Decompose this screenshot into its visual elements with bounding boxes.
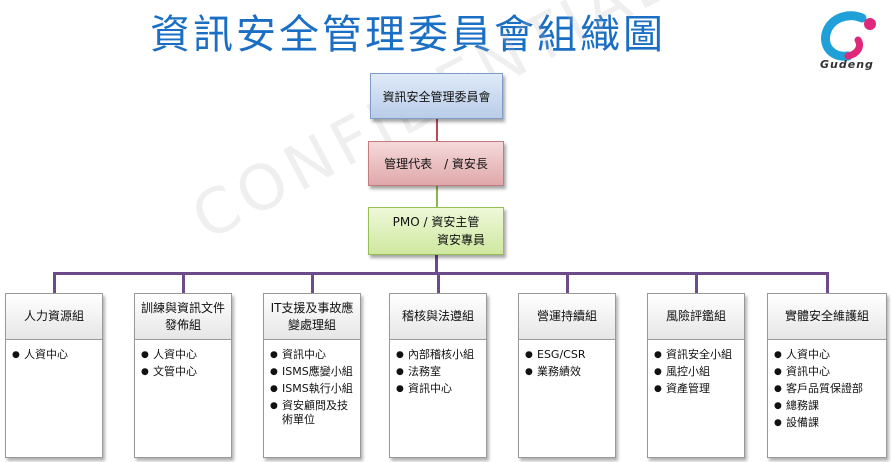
committee-node: 資訊安全管理委員會 [370, 73, 503, 119]
group-column-training: 訓練與資訊文件發佈組 ●人資中心 ●文管中心 [134, 293, 232, 458]
page-title: 資訊安全管理委員會組織圖 [150, 12, 666, 58]
bullet-icon: ● [654, 384, 662, 394]
pmo-label: PMO / 資安主管 [392, 215, 480, 229]
bullet-icon: ● [12, 350, 20, 360]
connector-drop [182, 272, 185, 294]
bullet-icon: ● [396, 350, 404, 360]
group-title: 風險評鑑組 [648, 294, 744, 340]
bullet-icon: ● [774, 350, 782, 360]
bullet-icon: ● [654, 367, 662, 377]
list-item: ●總務課 [774, 399, 819, 412]
bullet-icon: ● [141, 367, 149, 377]
bullet-icon: ● [270, 384, 278, 394]
management-rep-node: 管理代表 / 資安長 [368, 141, 504, 186]
bullet-icon: ● [774, 401, 782, 411]
committee-label: 資訊安全管理委員會 [382, 89, 491, 104]
group-title: 人力資源組 [6, 294, 102, 340]
pmo-sublabel: 資安專員 [436, 233, 485, 247]
connector-drop [695, 272, 698, 294]
logo-text: Gudeng [820, 58, 874, 71]
pmo-node: PMO / 資安主管 資安專員 [368, 207, 504, 255]
list-item: ●客戶品質保證部 [774, 382, 863, 395]
bullet-icon: ● [525, 350, 533, 360]
list-item: ●ESG/CSR [525, 348, 586, 361]
bullet-icon: ● [774, 418, 782, 428]
bullet-icon: ● [141, 350, 149, 360]
list-item: ●ISMS執行小組 [270, 382, 353, 395]
group-title: 稽核與法遵組 [390, 294, 486, 340]
bullet-icon: ● [396, 384, 404, 394]
group-column-risk: 風險評鑑組 ●資訊安全小組 ●風控小組 ●資產管理 [647, 293, 745, 458]
list-item: ●資訊中心 [270, 348, 326, 361]
connector-drop [53, 272, 56, 294]
connector-line [435, 255, 438, 273]
bullet-icon: ● [396, 367, 404, 377]
group-title: 訓練與資訊文件發佈組 [135, 294, 231, 340]
group-column-audit: 稽核與法遵組 ●內部稽核小組 ●法務室 ●資訊中心 [389, 293, 487, 458]
list-item: ●風控小組 [654, 365, 710, 378]
bullet-icon: ● [270, 350, 278, 360]
list-item: ●法務室 [396, 365, 441, 378]
bullet-icon: ● [774, 384, 782, 394]
bullet-icon: ● [270, 401, 278, 411]
connector-drop [437, 272, 440, 294]
connector-bus [53, 272, 828, 275]
list-item: ●資訊安全小組 [654, 348, 732, 361]
group-column-physical-security: 實體安全維護組 ●人資中心 ●資訊中心 ●客戶品質保證部 ●總務課 ●設備課 [767, 293, 887, 458]
group-title: 實體安全維護組 [768, 294, 886, 340]
bullet-icon: ● [525, 367, 533, 377]
list-item: ●資訊中心 [396, 382, 452, 395]
group-column-continuity: 營運持續組 ●ESG/CSR ●業務績效 [518, 293, 616, 458]
group-title: 營運持續組 [519, 294, 615, 340]
list-item: ●內部稽核小組 [396, 348, 474, 361]
group-title: IT支援及事故應變處理組 [264, 294, 360, 340]
connector-drop [826, 272, 829, 294]
list-item: ●ISMS應變小組 [270, 365, 353, 378]
list-item: ●資產管理 [654, 382, 710, 395]
list-item: ●資訊中心 [774, 365, 830, 378]
connector-line [436, 186, 438, 207]
connector-drop [311, 272, 314, 294]
list-item: ●人資中心 [774, 348, 830, 361]
connector-drop [566, 272, 569, 294]
bullet-icon: ● [270, 367, 278, 377]
list-item: ●業務績效 [525, 365, 581, 378]
list-item: ●人資中心 [12, 348, 68, 361]
bullet-icon: ● [774, 367, 782, 377]
bullet-icon: ● [654, 350, 662, 360]
gudeng-logo [821, 11, 876, 61]
list-item: ●人資中心 [141, 348, 197, 361]
list-item: ●文管中心 [141, 365, 197, 378]
connector-line [436, 119, 438, 141]
group-column-it-support: IT支援及事故應變處理組 ●資訊中心 ●ISMS應變小組 ●ISMS執行小組 ●… [263, 293, 361, 458]
management-rep-label: 管理代表 / 資安長 [384, 157, 488, 171]
list-item: ●設備課 [774, 416, 819, 429]
list-item: ●資安顧問及技術單位 [270, 399, 348, 426]
group-column-hr: 人力資源組 ●人資中心 [5, 293, 103, 458]
